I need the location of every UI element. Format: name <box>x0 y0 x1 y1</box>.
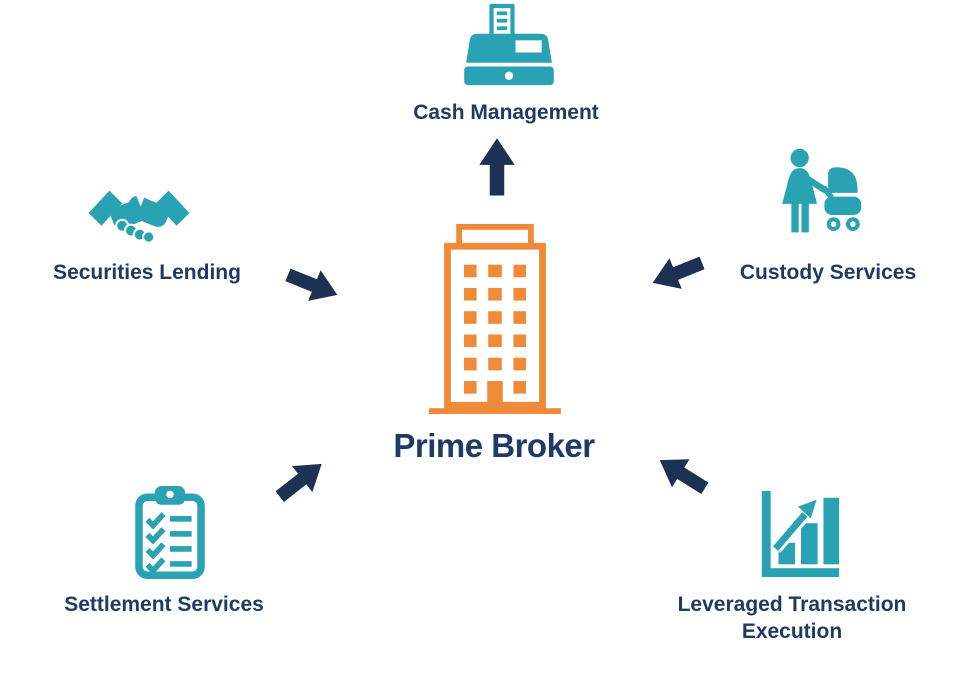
person-with-stroller-icon <box>782 148 862 233</box>
securities-lending-label: Securities Lending <box>53 261 241 284</box>
leveraged-transaction-execution-label: Leveraged Transaction Execution <box>677 593 907 644</box>
down-right-arrow-icon <box>281 257 345 312</box>
node-custody-services <box>772 147 864 248</box>
handshake-icon <box>88 190 190 244</box>
up-right-arrow-icon <box>268 448 334 511</box>
bar-chart-growth-icon <box>761 490 840 577</box>
office-building-icon <box>429 223 561 414</box>
down-left-arrow-icon <box>645 245 709 300</box>
node-securities-lending <box>87 181 191 253</box>
custody-services-label: Custody Services <box>739 261 917 284</box>
node-prime-broker <box>427 222 563 414</box>
cash-register-icon <box>464 3 554 86</box>
node-cash-management <box>462 3 556 87</box>
cash-management-label: Cash Management <box>413 101 599 124</box>
node-settlement-services <box>132 485 208 579</box>
clipboard-checklist-icon <box>135 485 205 579</box>
settlement-services-label: Settlement Services <box>64 593 264 616</box>
up-left-arrow-icon <box>649 444 715 505</box>
up-arrow-icon <box>477 138 518 196</box>
node-leveraged-transaction-execution <box>756 488 844 578</box>
prime-broker-label: Prime Broker <box>393 427 595 464</box>
